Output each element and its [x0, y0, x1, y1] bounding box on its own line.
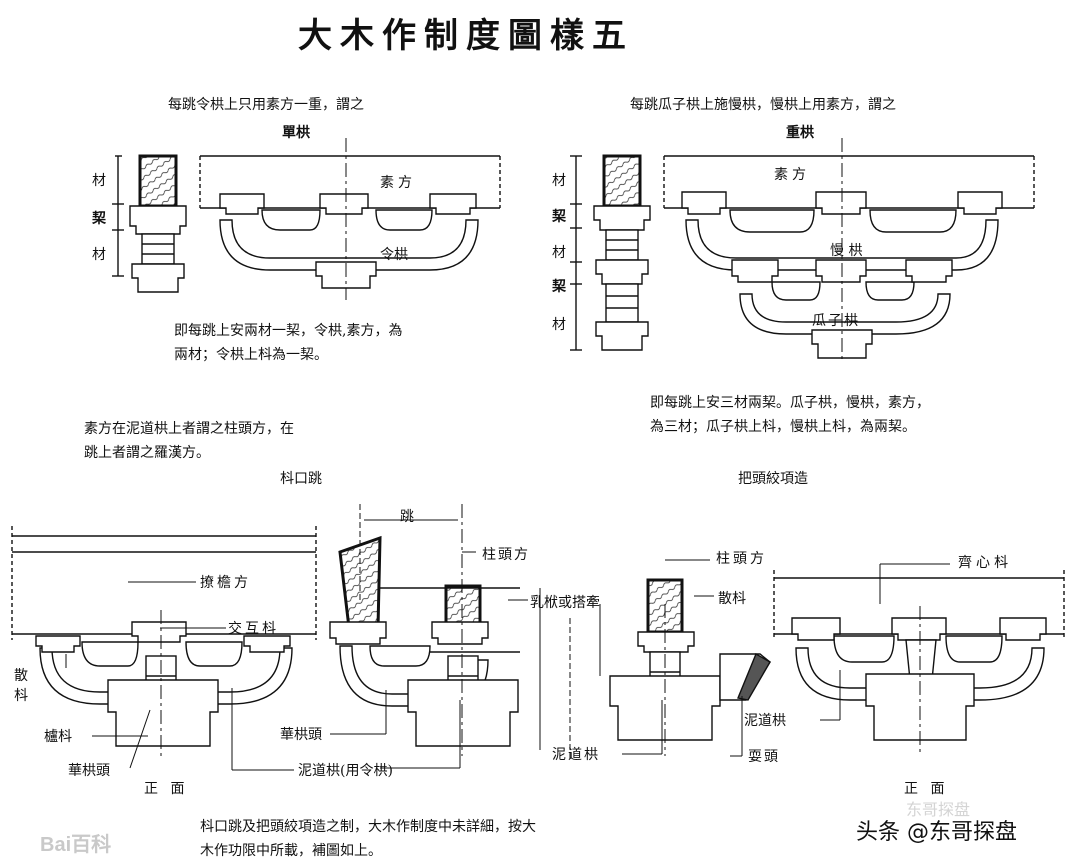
label-nidaogong: 泥道栱(用令栱)	[298, 763, 393, 779]
label-tiao: 跳	[400, 509, 414, 525]
label-sufang: 素方	[380, 175, 416, 191]
double-gong-desc-2: 為三材；瓜子栱上枓，慢栱上枓，為兩栔。	[650, 419, 916, 435]
label-sandou-2: 散枓	[718, 591, 746, 607]
single-gong-front	[199, 138, 501, 300]
batou-side-section	[569, 578, 771, 760]
label-liaoyanfang: 撩檐方	[200, 575, 251, 591]
single-gong-note: 每跳令栱上只用素方一重，謂之	[168, 97, 364, 113]
label-front-2: 正 面	[904, 781, 949, 797]
label-linggong: 令栱	[380, 247, 408, 263]
label-cai-bottom: 材	[92, 247, 106, 263]
single-gong-title: 單栱	[282, 125, 310, 141]
label-sufang-2: 素方	[774, 167, 810, 183]
doukou-front	[11, 526, 317, 756]
double-gong-title: 重栱	[786, 125, 814, 141]
watermark-right: 头条 @东哥探盘	[856, 820, 1017, 845]
label-qi1: 栔	[552, 209, 566, 225]
watermark-right-faint: 东哥探盘	[906, 802, 971, 819]
footer-text-1: 枓口跳及把頭絞項造之制，大木作制度中未詳細，按大	[200, 819, 536, 835]
single-gong-desc-1: 即每跳上安兩材一栔，令栱,素方，為	[174, 323, 403, 339]
label-sandou: 散枓	[14, 668, 28, 704]
double-gong-desc-1: 即每跳上安三材兩栔。瓜子栱，慢栱，素方，	[650, 395, 930, 411]
label-huagongtou: 華栱頭	[68, 763, 110, 779]
double-gong-front	[663, 138, 1035, 362]
label-cai1: 材	[552, 173, 566, 189]
label-zhutoufang-2: 柱頭方	[716, 551, 767, 567]
label-cai3: 材	[552, 317, 566, 333]
batou-front	[773, 570, 1065, 756]
doukou-title: 枓口跳	[280, 471, 322, 487]
batou-title: 把頭絞項造	[738, 471, 808, 487]
single-gong-desc-2: 兩材；令栱上枓為一栔。	[174, 347, 328, 363]
double-gong-side-section	[570, 154, 651, 351]
label-qi2: 栔	[552, 279, 566, 295]
label-front-1: 正 面	[144, 781, 189, 797]
label-guazigong: 瓜子栱	[812, 313, 860, 329]
label-ludou: 櫨枓	[44, 729, 72, 745]
label-nidaogong-r: 泥道栱	[744, 713, 786, 729]
label-nidaogong-l: 泥道栱	[552, 747, 600, 763]
single-gong-side-section	[112, 154, 187, 293]
doukou-note-1: 素方在泥道栱上者謂之柱頭方，在	[84, 421, 294, 437]
label-qixindou: 齊心枓	[958, 555, 1012, 571]
doukou-side-section	[329, 504, 541, 756]
label-rufu: 乳栿或搭牽	[530, 595, 600, 611]
label-cai2: 材	[552, 245, 566, 261]
label-huagongtou-2: 華栱頭	[280, 727, 322, 743]
label-mangong: 慢 栱	[830, 243, 863, 259]
watermark-left: Bai百科	[40, 834, 112, 856]
label-cai-top: 材	[92, 173, 106, 189]
label-qi: 栔	[92, 211, 106, 227]
leader-lines	[65, 551, 950, 771]
label-zhutoufang: 柱頭方	[482, 547, 530, 563]
double-gong-note: 每跳瓜子栱上施慢栱，慢栱上用素方，謂之	[630, 97, 896, 113]
footer-text-2: 木作功限中所載，補圖如上。	[200, 843, 382, 859]
doukou-note-2: 跳上者謂之羅漢方。	[84, 445, 210, 461]
page-title: 大木作制度圖樣五	[298, 16, 634, 56]
label-shuatou: 耍頭	[748, 749, 780, 765]
label-jiaohudou: 交互枓	[228, 621, 279, 637]
